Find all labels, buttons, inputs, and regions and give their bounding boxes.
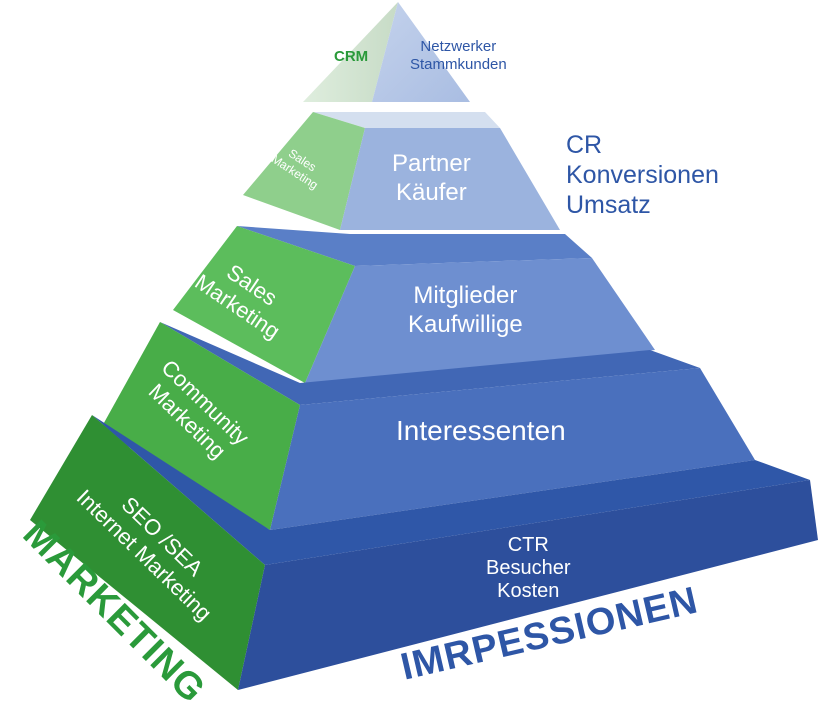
level1-top-face [313, 112, 500, 128]
level3-right-face [270, 368, 755, 530]
level2-left-face [173, 226, 355, 383]
level1-right-label: Partner Käufer [392, 150, 471, 206]
level1-left-face [243, 112, 365, 230]
apex-right-label: Netzwerker Stammkunden [410, 38, 507, 73]
level2-right-face [305, 258, 655, 383]
level1-right-face [340, 128, 560, 230]
crm-label: CRM [334, 48, 369, 65]
apex-left-face [303, 2, 398, 102]
level3-left-face [100, 322, 300, 530]
cr-side-label: CR Konversionen Umsatz [566, 131, 719, 219]
level4-right-label: CTR Besucher Kosten [486, 534, 571, 602]
level3-top-face [160, 322, 700, 405]
level2-top-face [237, 226, 592, 266]
apex-right-face [372, 2, 470, 102]
level2-right-label: Mitglieder Kaufwillige [408, 282, 523, 338]
level4-right-face [238, 480, 818, 690]
level3-right-label: Interessenten [396, 415, 566, 446]
level4-left-face [30, 415, 265, 690]
level4-top-face [92, 415, 810, 565]
